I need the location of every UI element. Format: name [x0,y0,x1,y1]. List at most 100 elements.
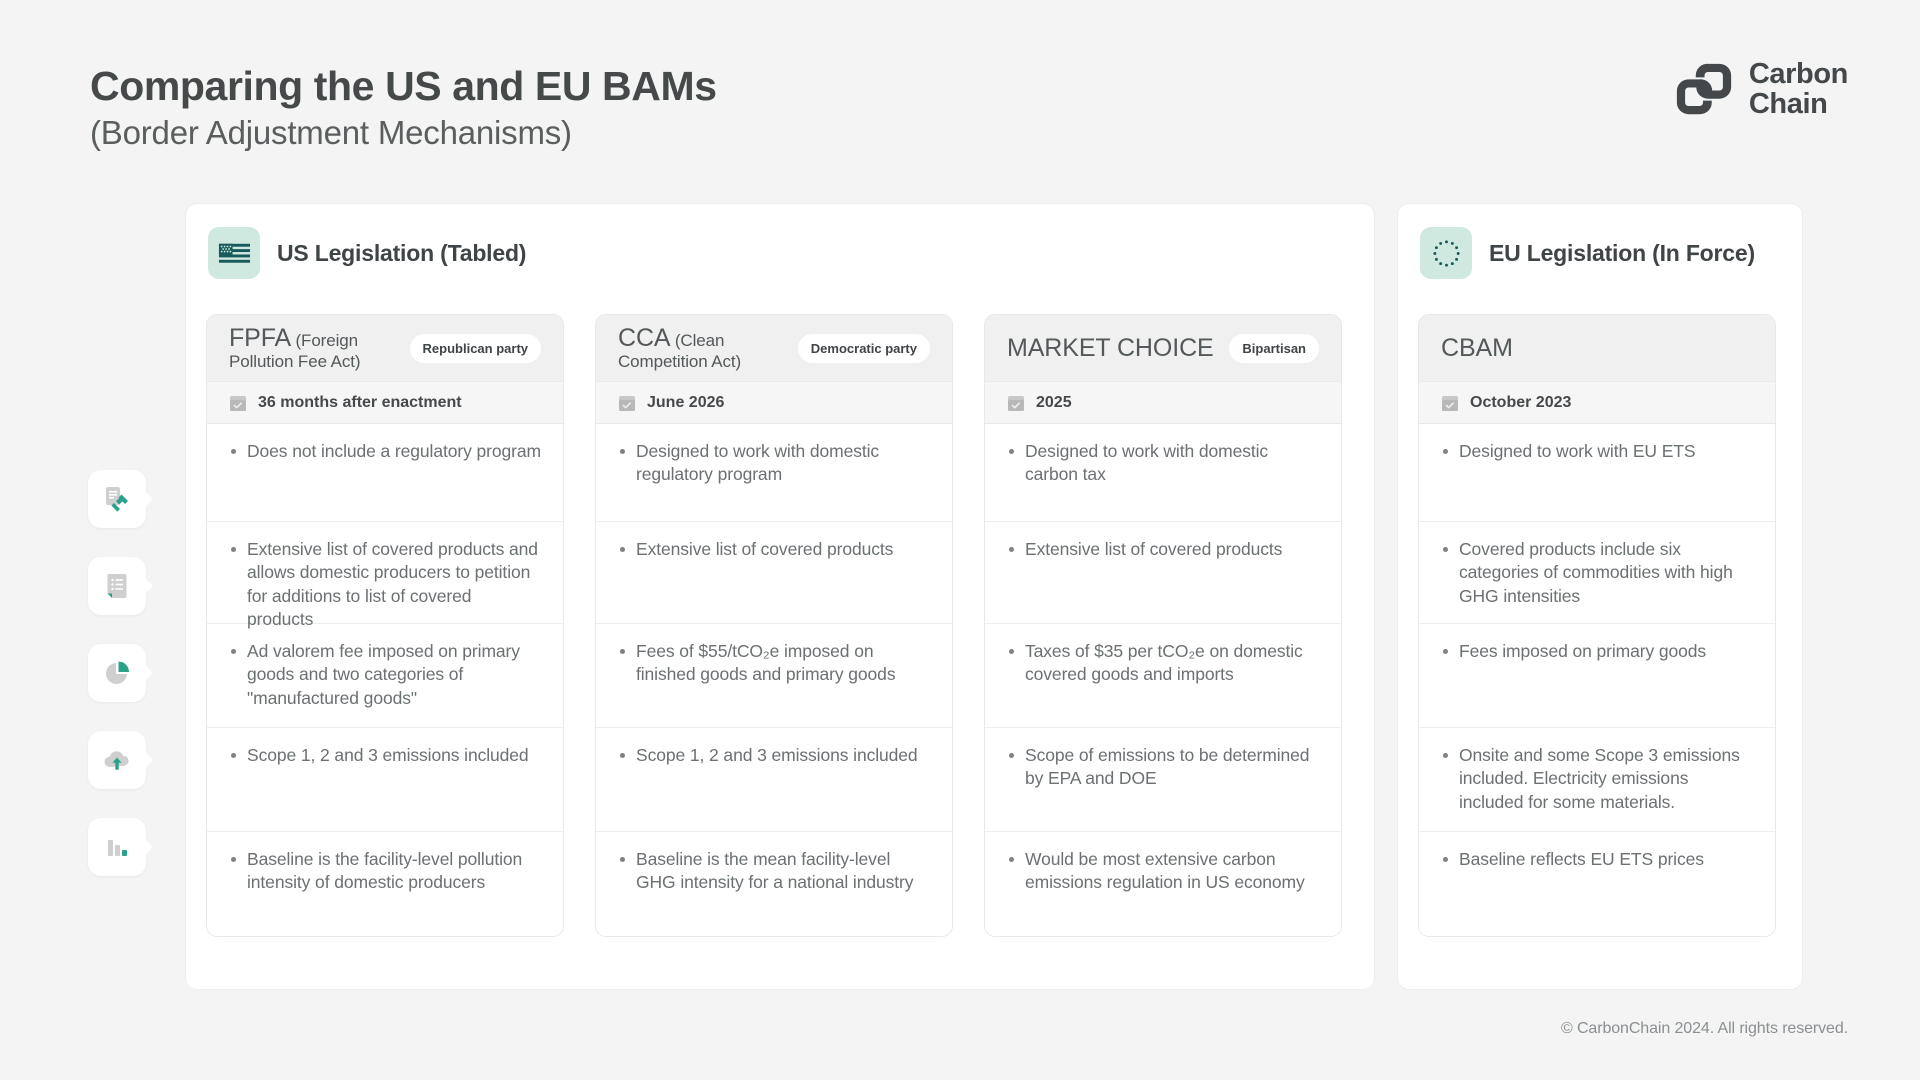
list-item: Fees of $55/tCO₂e imposed on finished go… [596,624,952,728]
card-market-choice-abbr: MARKET CHOICE [1007,334,1214,362]
card-cca-date: June 2026 [596,381,952,424]
list-item-text: Extensive list of covered products and a… [247,539,538,629]
card-market-choice[interactable]: MARKET CHOICE Bipartisan 2025 Designed t… [984,314,1342,937]
card-cca-header: CCA (Clean Competition Act) Democratic p… [596,315,952,381]
bullet-dot-icon [1443,649,1448,654]
list-item: Onsite and some Scope 3 emissions includ… [1419,728,1775,832]
list-item-text: Designed to work with EU ETS [1459,441,1696,461]
list-item: Scope 1, 2 and 3 emissions included [207,728,563,832]
list-item-text: Designed to work with domestic regulator… [636,441,880,485]
card-market-choice-date: 2025 [985,381,1341,424]
list-item: Would be most extensive carbon emissions… [985,832,1341,936]
header: Comparing the US and EU BAMs (Border Adj… [90,62,717,154]
list-item: Extensive list of covered products [985,522,1341,624]
page-subtitle: (Border Adjustment Mechanisms) [90,114,572,152]
list-item-text: Baseline is the facility-level pollution… [247,849,523,893]
rail-item-analytics[interactable] [88,644,146,702]
card-cbam-bullets: Designed to work with EU ETS Covered pro… [1419,424,1775,936]
chain-link-icon [1673,58,1735,120]
list-item: Designed to work with domestic carbon ta… [985,424,1341,522]
card-market-choice-bullets: Designed to work with domestic carbon ta… [985,424,1341,936]
rail-item-legislation[interactable] [88,470,146,528]
list-item-text: Scope 1, 2 and 3 emissions included [636,745,918,765]
list-item: Baseline reflects EU ETS prices [1419,832,1775,936]
bullet-dot-icon [1009,449,1014,454]
card-cca-fullname: (Clean Competition Act) [618,331,742,372]
list-item-text: Scope 1, 2 and 3 emissions included [247,745,529,765]
bullet-dot-icon [620,857,625,862]
bullet-dot-icon [1009,857,1014,862]
bullet-dot-icon [231,649,236,654]
card-fpfa-name: FPFA (Foreign Pollution Fee Act) [229,324,400,372]
sidebar-rail [88,470,146,876]
list-item-text: Baseline reflects EU ETS prices [1459,849,1704,869]
card-cca-name: CCA (Clean Competition Act) [618,324,788,372]
list-item: Extensive list of covered products [596,522,952,624]
card-cca-bullets: Designed to work with domestic regulator… [596,424,952,936]
card-cca[interactable]: CCA (Clean Competition Act) Democratic p… [595,314,953,937]
list-item: Covered products include six categories … [1419,522,1775,624]
bullet-dot-icon [1009,649,1014,654]
card-cbam-date: October 2023 [1419,381,1775,424]
list-item: Scope 1, 2 and 3 emissions included [596,728,952,832]
card-cca-date-text: June 2026 [647,393,725,411]
bullet-dot-icon [1443,753,1448,758]
calendar-check-icon [229,394,247,412]
rail-item-reports[interactable] [88,818,146,876]
card-cbam-name: CBAM [1441,334,1513,362]
card-cbam-date-text: October 2023 [1470,393,1572,411]
list-item-text: Does not include a regulatory program [247,441,541,461]
brand-logo: Carbon Chain [1673,58,1848,120]
badge-party-bipartisan: Bipartisan [1229,333,1319,363]
bullet-dot-icon [231,547,236,552]
card-fpfa-header: FPFA (Foreign Pollution Fee Act) Republi… [207,315,563,381]
list-item: Scope of emissions to be determined by E… [985,728,1341,832]
card-fpfa-date: 36 months after enactment [207,381,563,424]
bullet-dot-icon [231,753,236,758]
list-item-text: Taxes of $35 per tCO₂e on domestic cover… [1025,641,1303,685]
list-item-text: Fees of $55/tCO₂e imposed on finished go… [636,641,896,685]
card-fpfa-abbr: FPFA [229,324,292,353]
panel-eu-header: EU Legislation (In Force) [1398,204,1802,279]
list-item-text: Would be most extensive carbon emissions… [1025,849,1305,893]
bullet-dot-icon [620,449,625,454]
card-fpfa[interactable]: FPFA (Foreign Pollution Fee Act) Republi… [206,314,564,937]
document-list-icon [101,570,133,602]
list-item-text: Designed to work with domestic carbon ta… [1025,441,1269,485]
bullet-dot-icon [1443,449,1448,454]
list-item: Fees imposed on primary goods [1419,624,1775,728]
list-item: Designed to work with EU ETS [1419,424,1775,522]
list-item: Designed to work with domestic regulator… [596,424,952,522]
list-item-text: Ad valorem fee imposed on primary goods … [247,641,520,708]
card-market-choice-header: MARKET CHOICE Bipartisan [985,315,1341,381]
card-market-choice-name: MARKET CHOICE [1007,334,1214,362]
badge-party-democratic: Democratic party [797,333,930,363]
list-item: Taxes of $35 per tCO₂e on domestic cover… [985,624,1341,728]
list-item-text: Baseline is the mean facility-level GHG … [636,849,914,893]
eu-stars-icon [1420,227,1472,279]
cards-eu: CBAM October 2023 Designed to work with … [1418,314,1776,937]
legislation-gavel-icon [101,483,133,515]
rail-item-upload[interactable] [88,731,146,789]
card-cbam-abbr: CBAM [1441,334,1513,362]
bullet-dot-icon [1443,547,1448,552]
card-market-choice-date-text: 2025 [1036,393,1072,411]
card-cbam[interactable]: CBAM October 2023 Designed to work with … [1418,314,1776,937]
rail-item-documents[interactable] [88,557,146,615]
bullet-dot-icon [620,753,625,758]
card-cbam-header: CBAM [1419,315,1775,381]
calendar-check-icon [1441,394,1459,412]
panel-eu-title: EU Legislation (In Force) [1489,239,1755,266]
panel-us-header: US Legislation (Tabled) [186,204,1374,279]
card-fpfa-fullname: (Foreign Pollution Fee Act) [229,331,361,372]
list-item-text: Scope of emissions to be determined by E… [1025,745,1310,789]
bullet-dot-icon [620,649,625,654]
calendar-check-icon [1007,394,1025,412]
list-item-text: Extensive list of covered products [1025,539,1283,559]
list-item-text: Extensive list of covered products [636,539,894,559]
panel-us-title: US Legislation (Tabled) [277,239,527,266]
bullet-dot-icon [1009,547,1014,552]
bullet-dot-icon [231,857,236,862]
pie-chart-icon [101,657,133,689]
bar-chart-icon [101,831,133,863]
